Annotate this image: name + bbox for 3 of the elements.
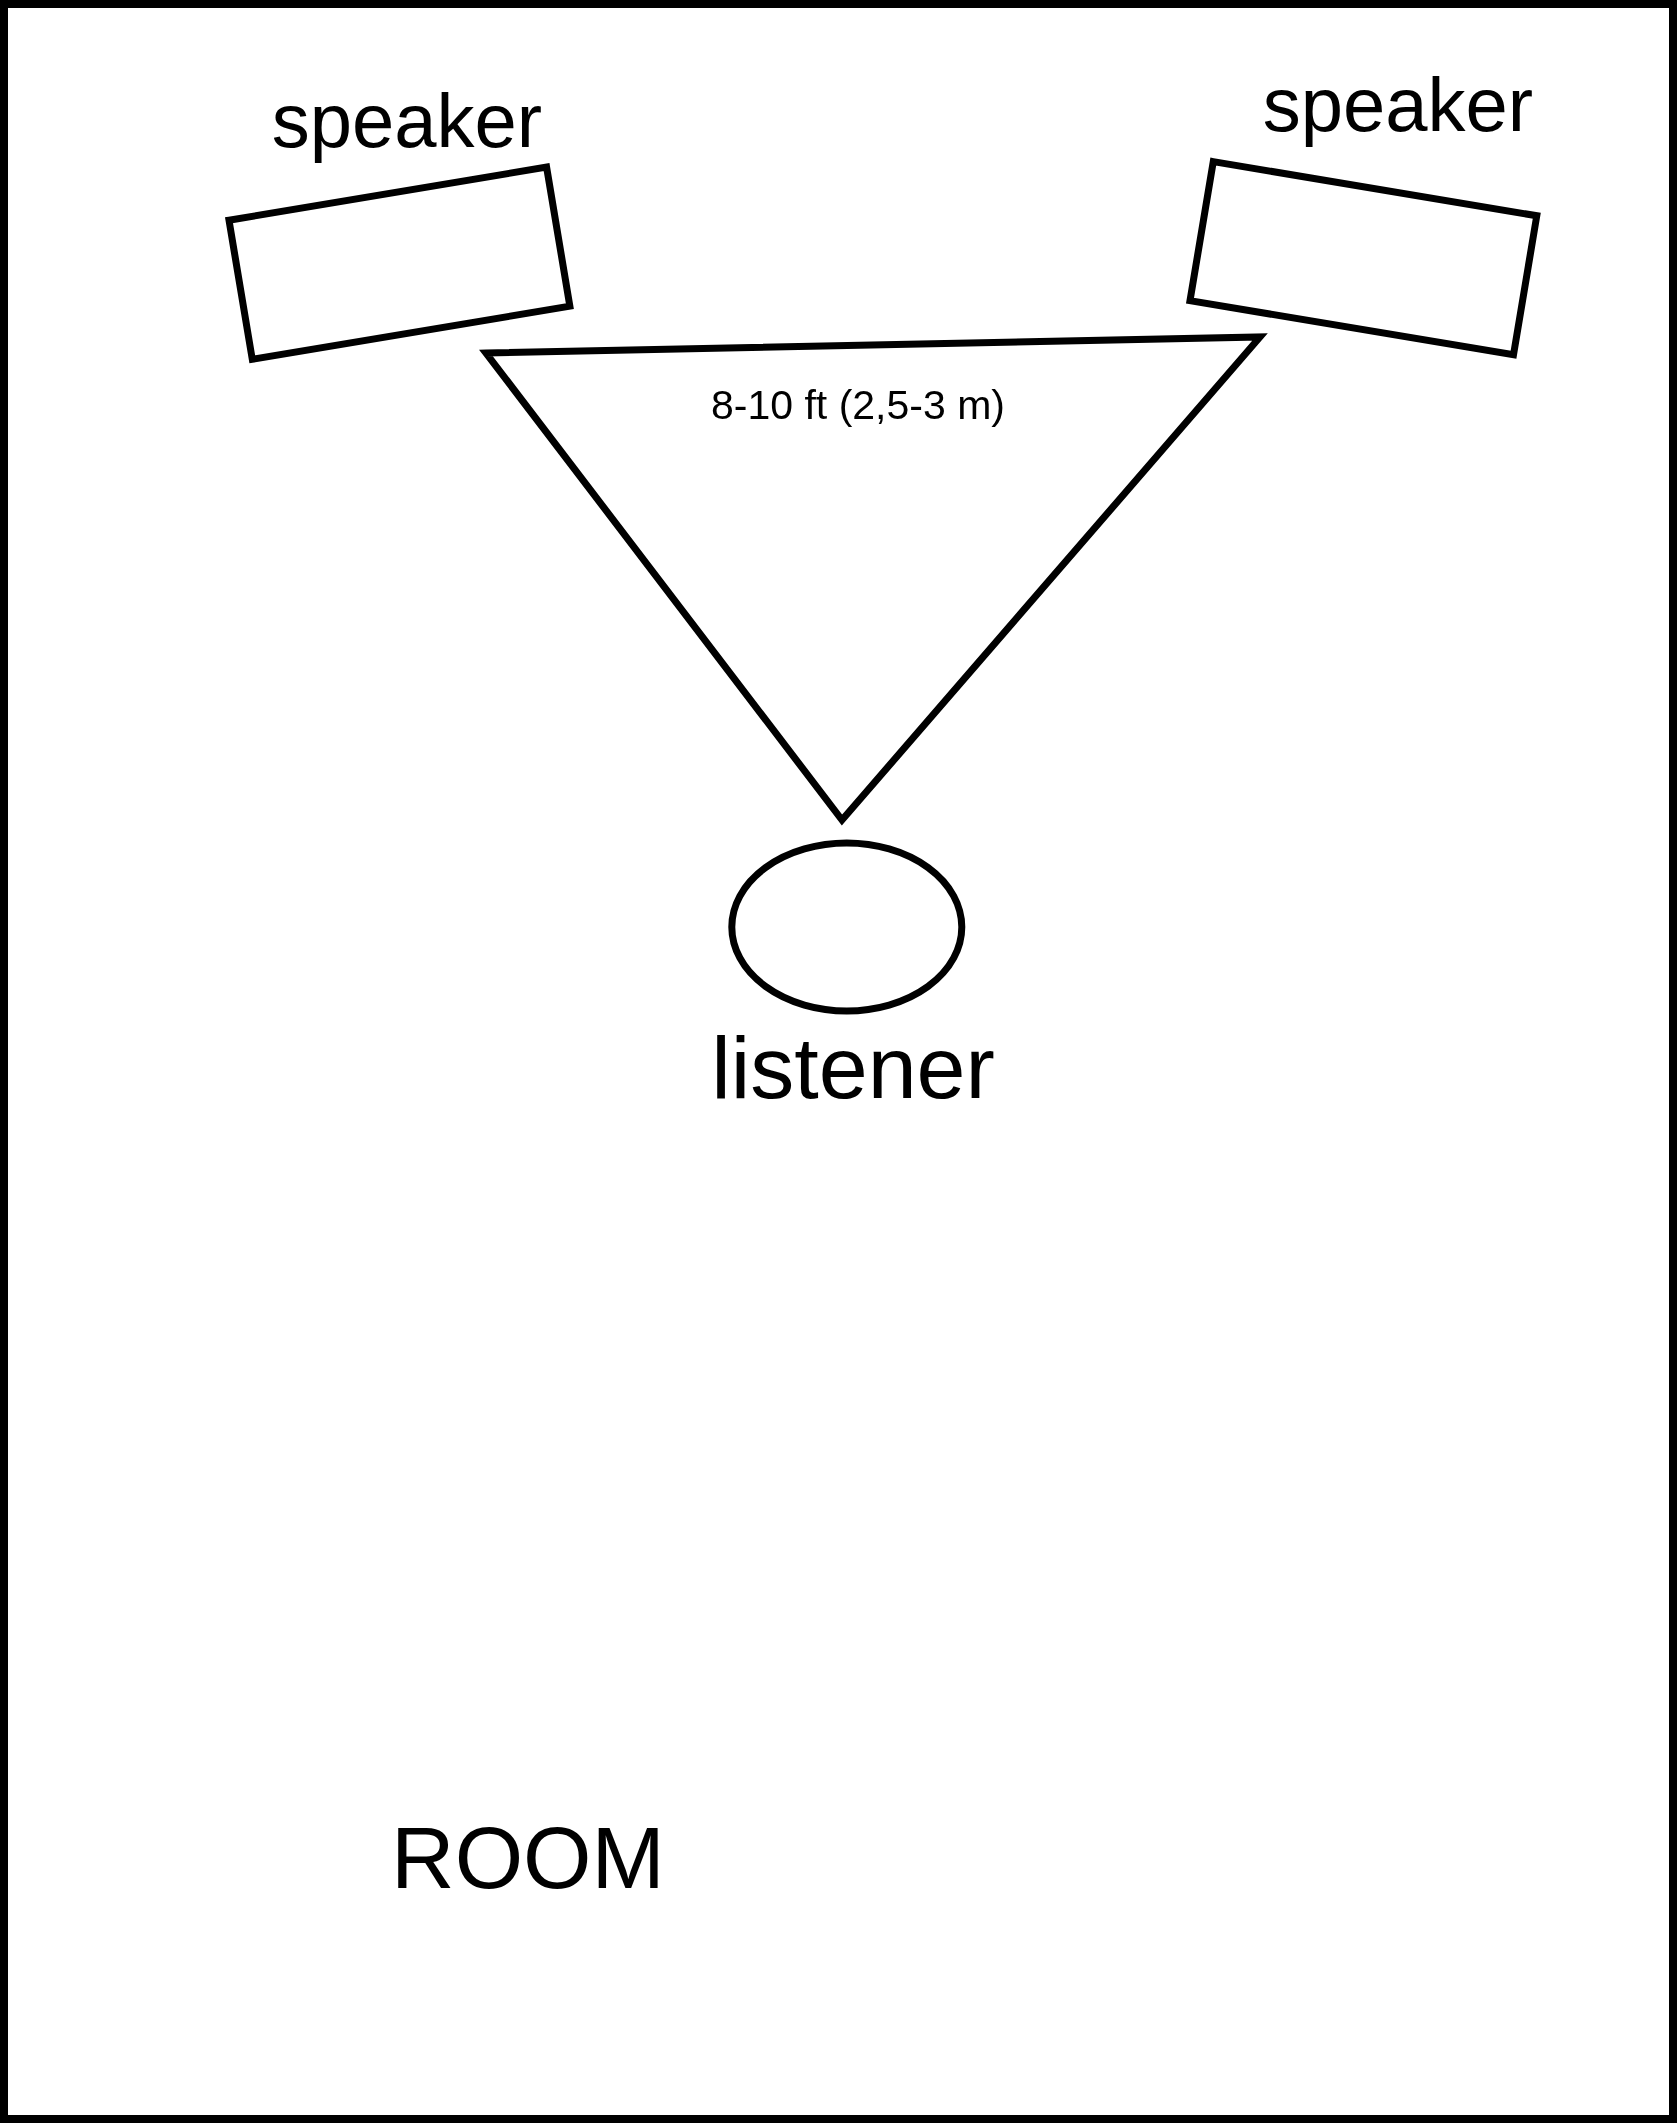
listener-label: listener [711,1024,995,1112]
distance-label: 8-10 ft (2,5-3 m) [711,384,1005,426]
room-label: ROOM [391,1814,665,1902]
